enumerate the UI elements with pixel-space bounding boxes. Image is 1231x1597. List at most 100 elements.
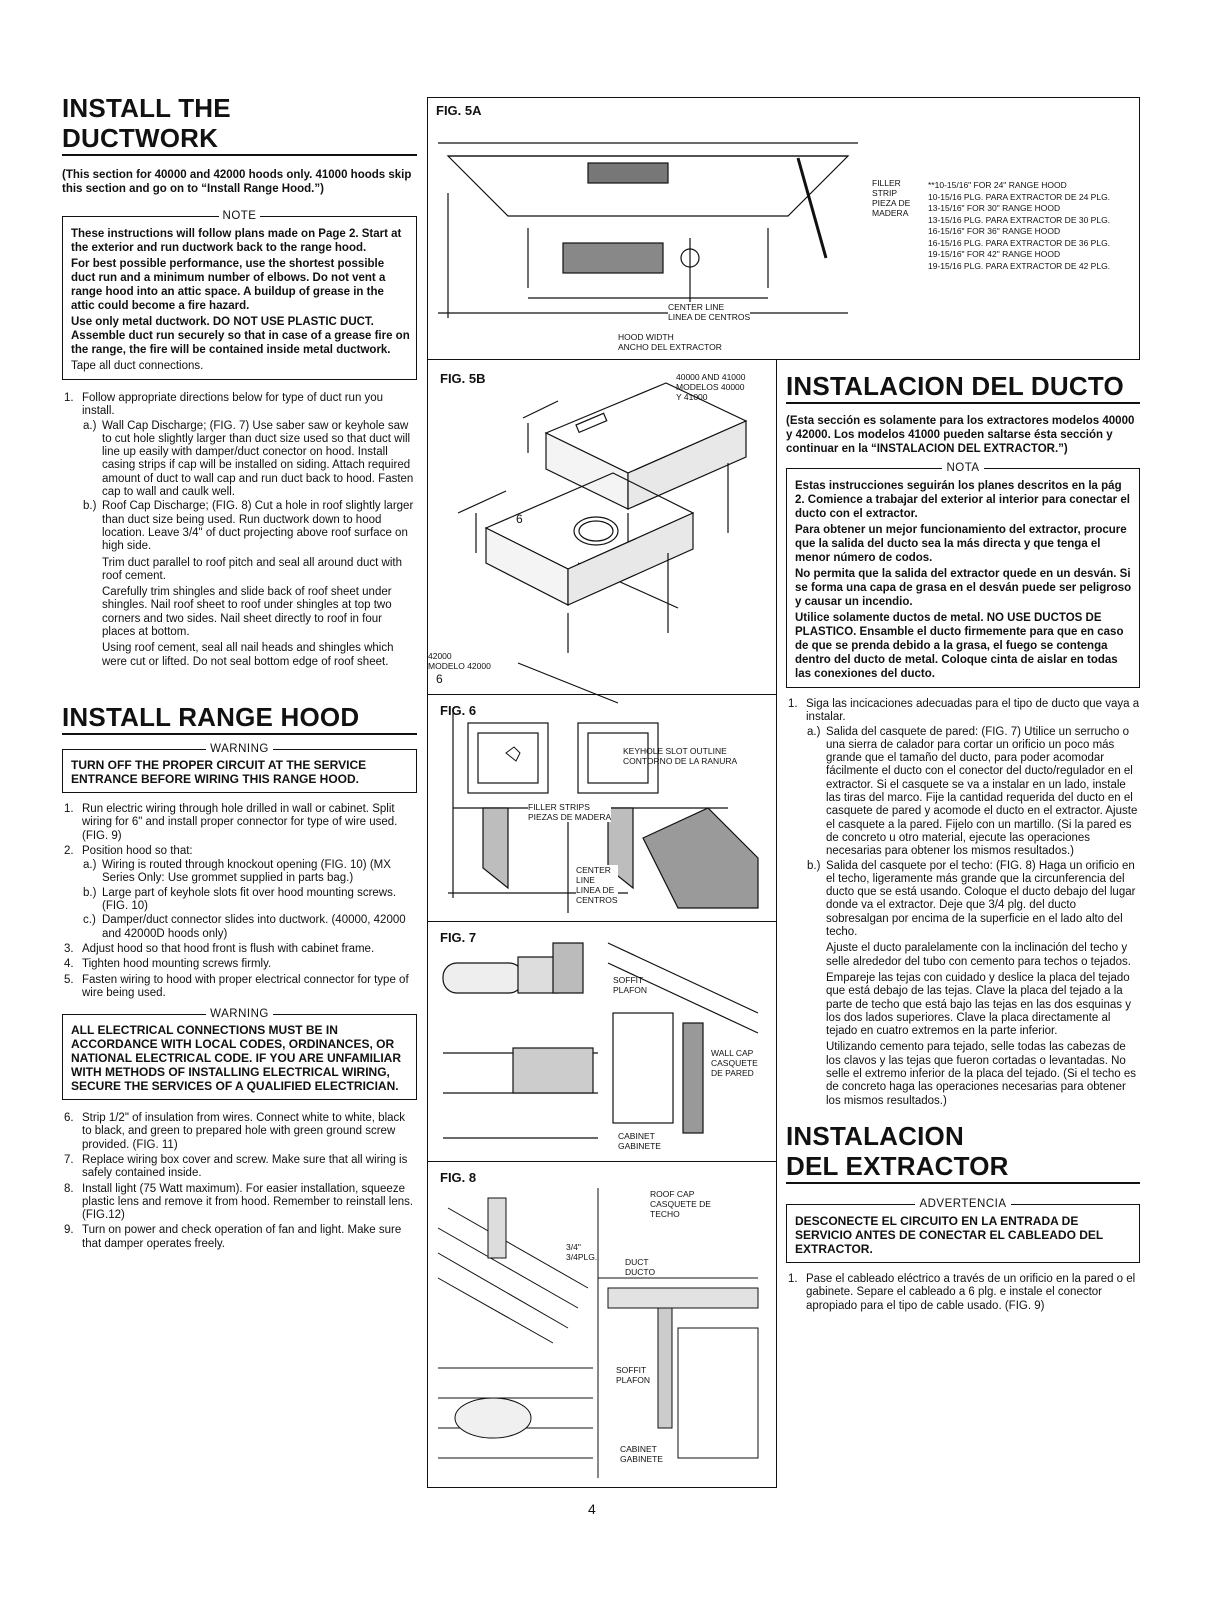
fig-7-drawing: [442, 942, 759, 1139]
heading-rule: [62, 154, 417, 156]
list-item: 9.Turn on power and check operation of f…: [64, 1224, 402, 1250]
range-hood-steps-continued: 6.Strip 1/2" of insulation from wires. C…: [62, 1112, 417, 1251]
paragraph: Empareje las tejas con cuidado y deslice…: [826, 971, 1131, 1038]
list-item: 8.Install light (75 Watt maximum). For e…: [64, 1182, 414, 1222]
svg-text:6: 6: [516, 512, 523, 526]
warning-text: TURN OFF THE PROPER CIRCUIT AT THE SERVI…: [71, 757, 367, 786]
ductwork-lead: (This section for 40000 and 42000 hoods …: [62, 169, 412, 195]
warning-box: WARNING TURN OFF THE PROPER CIRCUIT AT T…: [62, 742, 417, 793]
paragraph: Utilizando cemento para tejado, selle to…: [826, 1041, 1137, 1107]
fig-5a-label: FIG. 5A: [436, 103, 482, 118]
list-item: 5.Fasten wiring to hood with proper elec…: [64, 973, 409, 999]
extractor-steps: 1.Pase el cableado eléctrico a través de…: [786, 1273, 1140, 1313]
list-item: a.)Wall Cap Discharge; (FIG. 7) Use sabe…: [83, 419, 414, 499]
list-item: a.)Salida del casquete de pared: (FIG. 7…: [807, 725, 1138, 858]
fig-5b-label: FIG. 5B: [440, 371, 486, 386]
heading-rule: [62, 732, 417, 735]
svg-text:6: 6: [436, 672, 443, 686]
heading-install-range-hood: INSTALL RANGE HOOD: [62, 701, 360, 732]
fig-5a-drawing: [438, 142, 858, 318]
fig-6-drawing: [448, 713, 759, 913]
list-item: 6.Strip 1/2" of insulation from wires. C…: [64, 1112, 406, 1151]
fig-5b-drawing: 6 6: [436, 382, 748, 704]
note-label: NOTE: [218, 210, 261, 222]
figure-divider: [428, 921, 776, 922]
ductwork-steps: 1.Follow appropriate directions below fo…: [62, 392, 417, 669]
heading-rule: [786, 1181, 1140, 1184]
list-item: 3.Adjust hood so that hood front is flus…: [64, 942, 375, 955]
nota-paragraph: Para obtener un mejor funcionamiento del…: [795, 524, 1127, 564]
list-item: 4.Tighten hood mounting screws firmly.: [64, 958, 272, 971]
paragraph: Carefully trim shingles and slide back o…: [102, 586, 392, 639]
paragraph: Using roof cement, seal all nail heads a…: [102, 642, 394, 668]
fig-5a-size-list: **10-15/16" FOR 24" RANGE HOOD 10-15/16 …: [928, 180, 1111, 271]
warning-text: ALL ELECTRICAL CONNECTIONS MUST BE IN AC…: [71, 1023, 402, 1094]
list-item: 1.Siga las incicaciones adecuadas para e…: [788, 698, 1140, 1108]
heading-install-ductwork-line2: DUCTWORK: [62, 123, 219, 153]
list-item: b.)Salida del casquete por el techo: (FI…: [806, 860, 1140, 1108]
nota-paragraph: Estas instrucciones seguirán los planes …: [795, 480, 1130, 520]
advertencia-text: DESCONECTE EL CIRCUITO EN LA ENTRADA DE …: [795, 1213, 1104, 1256]
page-number: 4: [588, 1501, 596, 1517]
note-box: NOTE These instructions will follow plan…: [62, 210, 417, 380]
list-item: 1.Run electric wiring through hole drill…: [64, 802, 398, 842]
note-paragraph: For best possible performance, use the s…: [71, 258, 386, 312]
fig-7-label: FIG. 7: [440, 930, 477, 945]
heading-rule: [786, 402, 1140, 404]
warning-label: WARNING: [206, 742, 273, 755]
paragraph: Ajuste el ducto paralelamente con la inc…: [826, 942, 1131, 968]
advertencia-label: ADVERTENCIA: [915, 1197, 1011, 1210]
heading-instalacion-ducto: INSTALACION DEL DUCTO: [786, 371, 1124, 401]
right-column: INSTALACION DEL DUCTO (Esta sección es s…: [786, 0, 1140, 1315]
advertencia-box: ADVERTENCIA DESCONECTE EL CIRCUITO EN LA…: [786, 1197, 1140, 1263]
figure-divider: [428, 694, 776, 695]
ducto-lead: (Esta sección es solamente para los extr…: [786, 415, 1135, 455]
nota-paragraph: Utilice solamente ductos de metal. NO US…: [795, 612, 1124, 680]
range-hood-steps: 1.Run electric wiring through hole drill…: [62, 803, 417, 1000]
list-item: c.)Damper/duct connector slides into duc…: [83, 914, 406, 940]
fig-8-dimension-label: 3/4"3/4PLG.: [566, 1242, 598, 1262]
warning-label: WARNING: [206, 1008, 273, 1021]
paragraph: Trim duct parallel to roof pitch and sea…: [102, 556, 403, 582]
fig-6-label: FIG. 6: [440, 703, 477, 718]
fig-8-drawing: [437, 1188, 759, 1478]
nota-label: NOTA: [942, 462, 984, 474]
list-item: b.)Roof Cap Discharge; (FIG. 8) Cut a ho…: [82, 500, 417, 669]
note-paragraph: Tape all duct connections.: [71, 360, 204, 372]
heading-instalacion-extractor-line2: DEL EXTRACTOR: [786, 1150, 1009, 1181]
fig-8-label: FIG. 8: [440, 1170, 477, 1185]
heading-instalacion-extractor-line1: INSTALACION: [786, 1120, 964, 1151]
list-item: 7.Replace wiring box cover and screw. Ma…: [64, 1153, 408, 1180]
note-paragraph: These instructions will follow plans mad…: [71, 228, 402, 254]
note-paragraph: Use only metal ductwork. DO NOT USE PLAS…: [71, 316, 410, 356]
heading-install-ductwork-line1: INSTALL THE: [62, 93, 231, 123]
ducto-steps: 1.Siga las incicaciones adecuadas para e…: [786, 698, 1140, 1108]
electrical-warning-box: WARNING ALL ELECTRICAL CONNECTIONS MUST …: [62, 1008, 417, 1101]
list-item: 1.Follow appropriate directions below fo…: [62, 392, 417, 669]
figure-divider: [428, 1161, 776, 1162]
list-item: a.)Wiring is routed through knockout ope…: [83, 859, 391, 885]
nota-box: NOTA Estas instrucciones seguirán los pl…: [786, 462, 1140, 688]
list-item: 2.Position hood so that: a.)Wiring is ro…: [62, 845, 417, 941]
list-item: 1.Pase el cableado eléctrico a través de…: [788, 1272, 1136, 1312]
list-item: b.)Large part of keyhole slots fit over …: [83, 886, 397, 913]
left-column: INSTALL THE DUCTWORK (This section for 4…: [62, 0, 417, 1253]
nota-paragraph: No permita que la salida del extractor q…: [795, 568, 1132, 608]
